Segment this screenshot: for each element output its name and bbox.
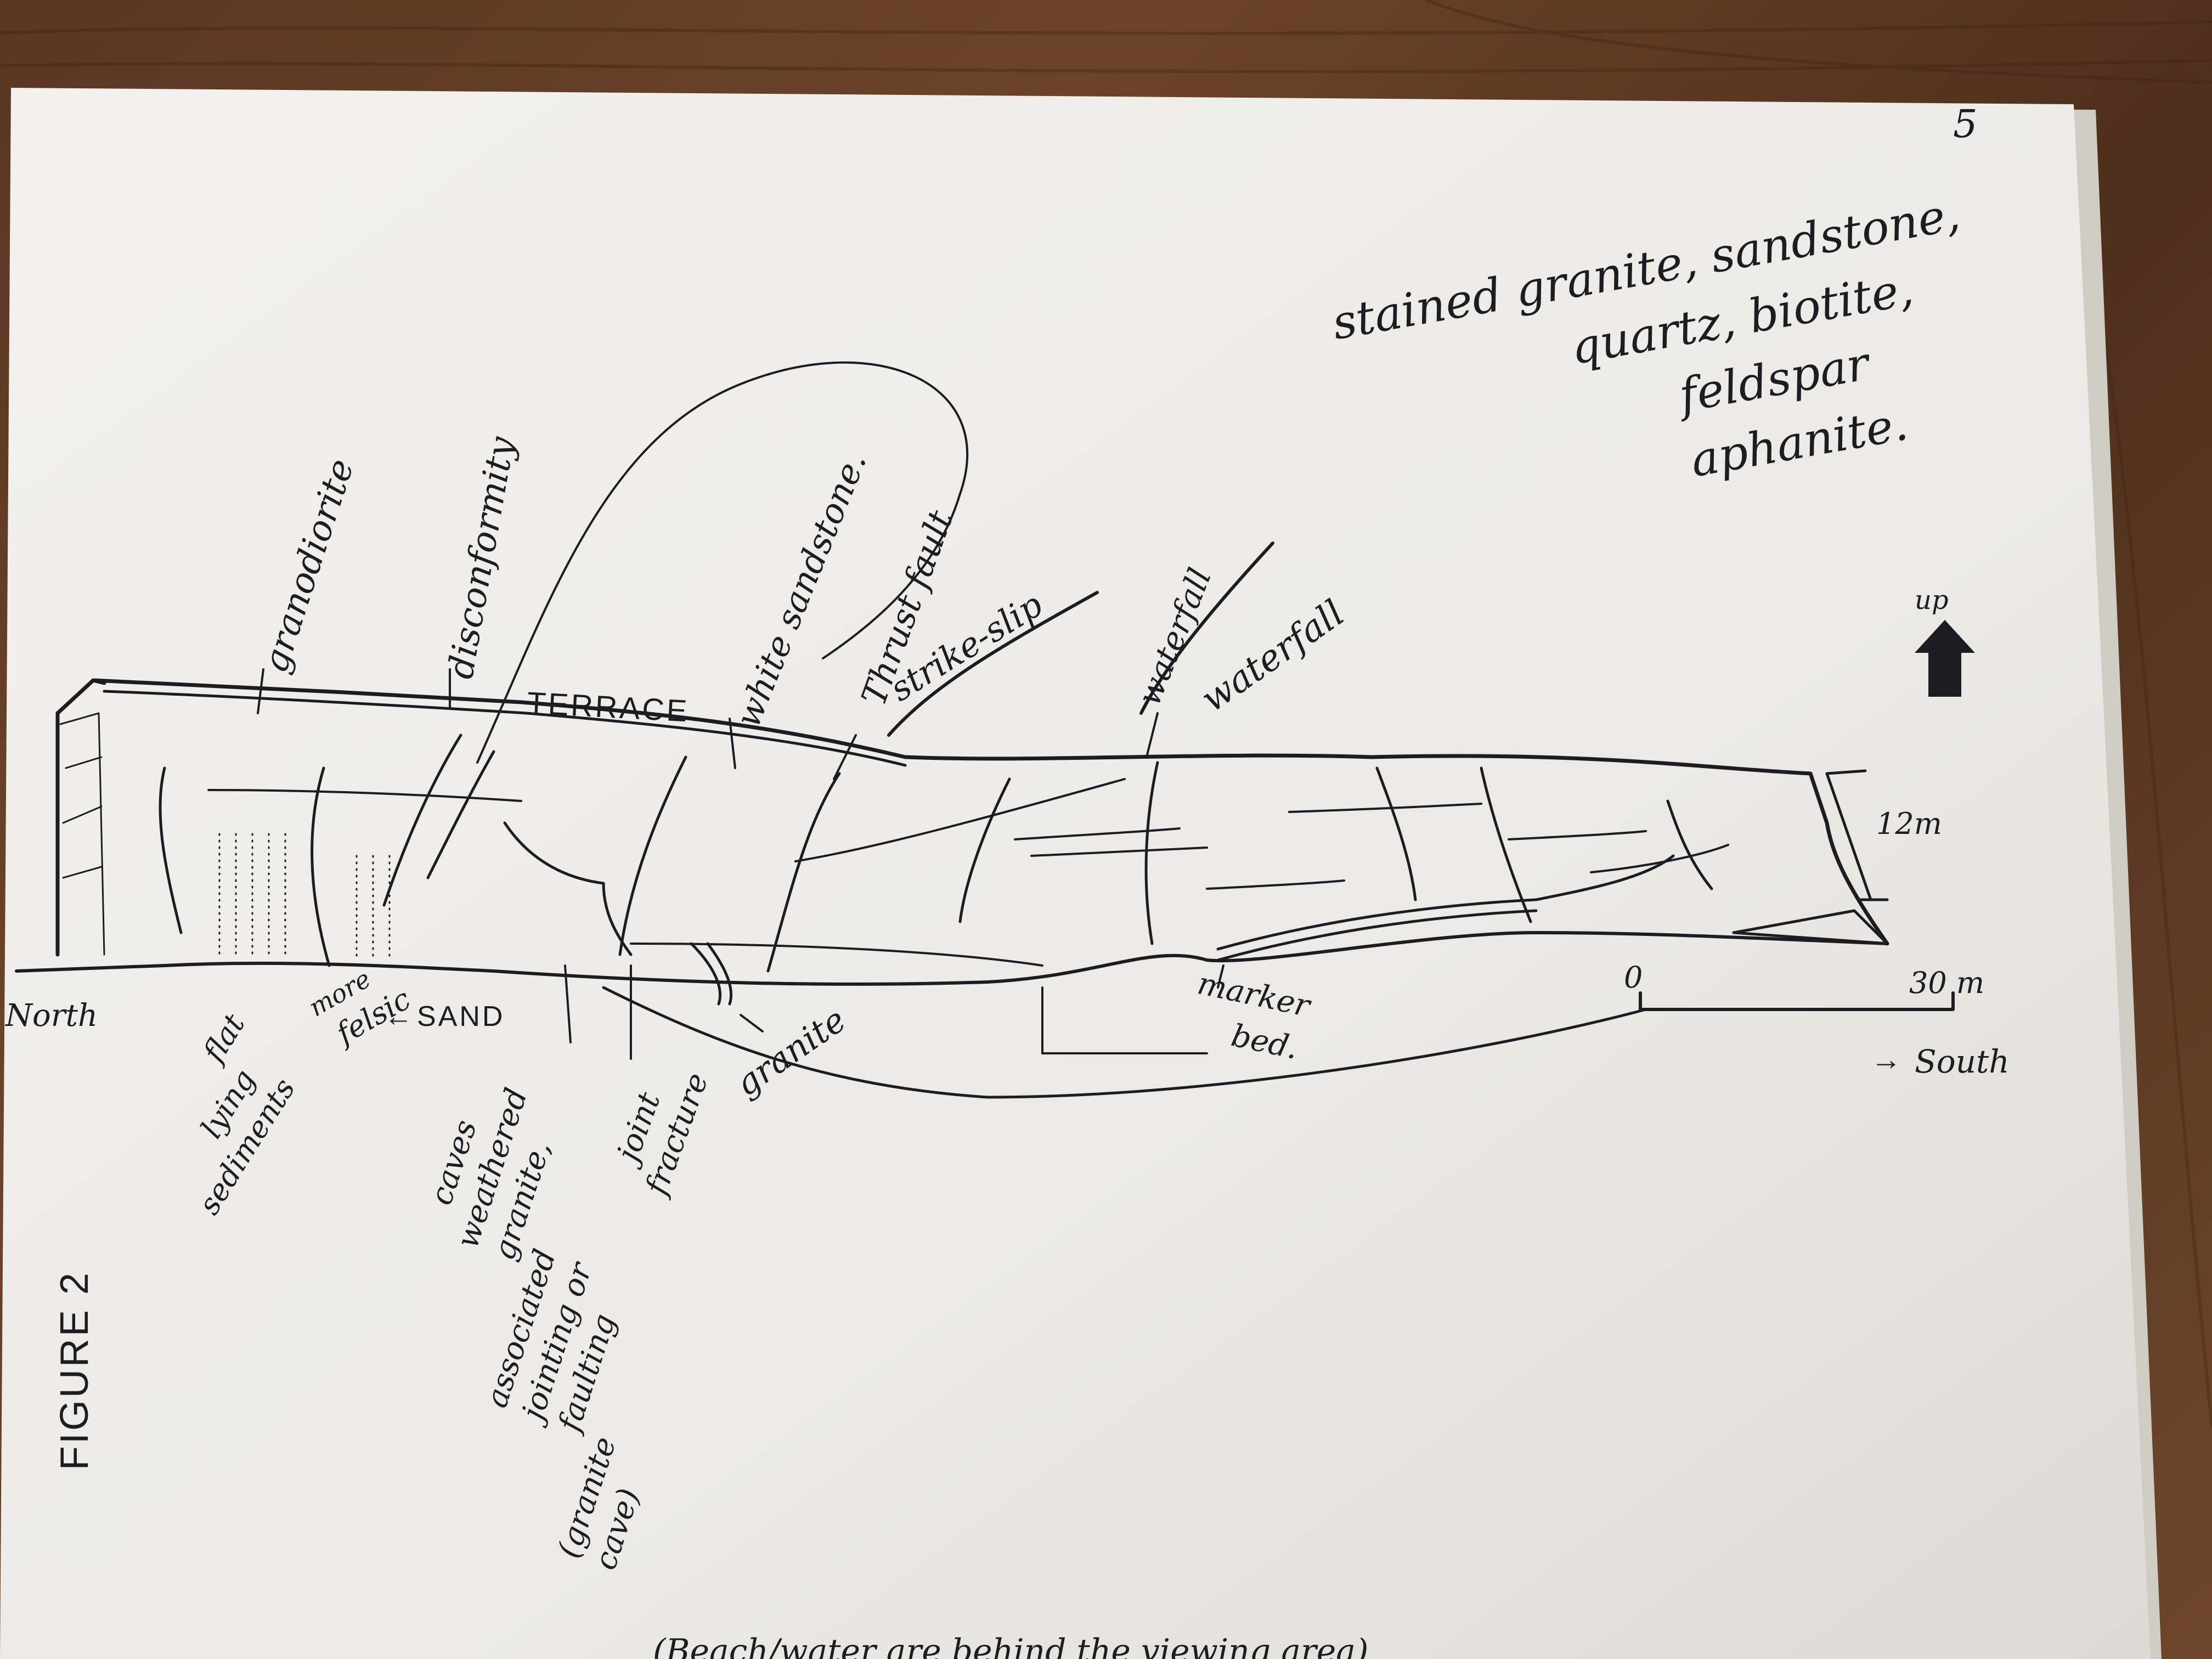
scale-bar-end: 30 m bbox=[1909, 966, 1984, 1000]
strike-through-2 bbox=[1139, 541, 1274, 715]
base-outline bbox=[1041, 986, 1208, 1054]
desk-wood-grain bbox=[0, 0, 2212, 1427]
figure-label: FIGURE 2 bbox=[53, 1271, 97, 1470]
height-scale-label: 12m bbox=[1876, 806, 1942, 841]
page-number: 5 bbox=[1953, 101, 1978, 146]
leader-big-loop bbox=[476, 361, 968, 764]
footer-caption: (Beach/water are behind the viewing area… bbox=[653, 1632, 1368, 1659]
cliff-right-wedge bbox=[1732, 909, 1889, 945]
outcrop-sketch bbox=[15, 361, 1889, 1099]
ground-line bbox=[15, 931, 1889, 986]
label-south: South bbox=[1915, 1043, 2010, 1080]
up-arrow-icon bbox=[1915, 620, 1975, 697]
leader-thrust-fault bbox=[833, 734, 857, 780]
beach-curve bbox=[602, 986, 1647, 1099]
cave-outline bbox=[503, 821, 633, 956]
south-arrow: → bbox=[1871, 1042, 1904, 1076]
cliff-left-shade bbox=[59, 712, 105, 956]
terrace-second-line bbox=[103, 690, 907, 767]
leader-marker bbox=[1217, 964, 1224, 989]
leader-sand bbox=[564, 964, 572, 1043]
marker-bed-band bbox=[1216, 854, 1675, 962]
scale-bar-start: 0 bbox=[1624, 960, 1643, 995]
label-north: North bbox=[4, 998, 98, 1034]
granite-pod bbox=[690, 942, 733, 1006]
bedding-lines bbox=[207, 778, 1729, 967]
leader-waterfall bbox=[1146, 712, 1159, 758]
up-label: up bbox=[1915, 585, 1949, 616]
terrace-top-line bbox=[91, 678, 1813, 776]
leader-granodiorite bbox=[257, 668, 264, 714]
label-terrace: TERRACE bbox=[526, 685, 690, 728]
strike-through-1 bbox=[887, 591, 1099, 737]
leader-granite bbox=[740, 1014, 764, 1032]
leader-white-sandstone bbox=[729, 718, 736, 769]
joint-lines bbox=[159, 733, 1713, 973]
sediment-stipple bbox=[218, 833, 391, 961]
scale-bar bbox=[1639, 991, 1955, 1011]
sand-arrow: ← bbox=[384, 1001, 415, 1032]
up-compass: up bbox=[1915, 585, 1975, 697]
height-scale bbox=[1825, 769, 1889, 901]
paper-sheet bbox=[0, 88, 2151, 1659]
cliff-right-end bbox=[1808, 771, 1889, 946]
label-sand: SAND bbox=[417, 1001, 505, 1032]
